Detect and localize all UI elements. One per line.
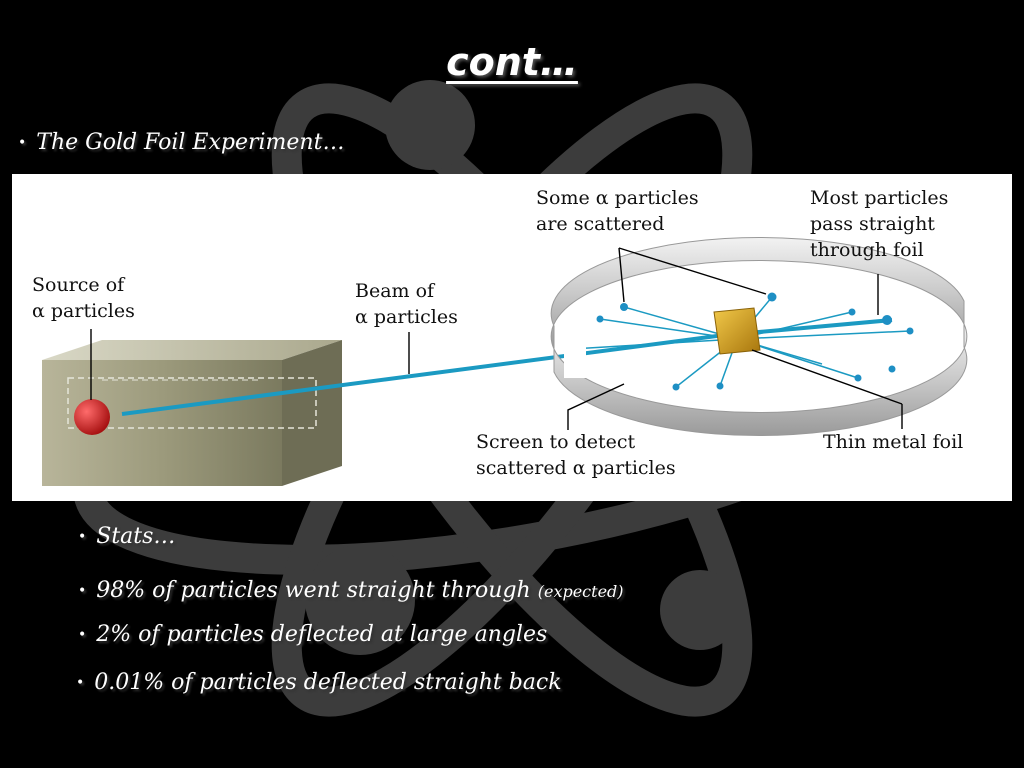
bullet-dot: • (78, 583, 87, 599)
alpha-source-sphere (74, 399, 110, 435)
stats-heading-text: Stats… (96, 524, 176, 549)
main-bullet: • The Gold Foil Experiment… (18, 130, 344, 155)
straight-beam (736, 318, 893, 336)
stat-text: 98% of particles went straight through (96, 578, 531, 603)
gold-foil (713, 307, 761, 355)
diagram-graphic (42, 236, 968, 486)
leader-lines (90, 247, 903, 430)
detector-screen-back (550, 236, 965, 350)
stat-item: • 0.01% of particles deflected straight b… (76, 670, 562, 695)
stat-text: 2% of particles deflected at large angle… (96, 622, 548, 647)
detection-dots (596, 292, 914, 391)
main-bullet-text: The Gold Foil Experiment… (36, 130, 345, 155)
bullet-dot: • (76, 675, 85, 691)
stat-note: (expected) (537, 582, 624, 601)
stat-item: • 2% of particles deflected at large angl… (78, 622, 547, 647)
screen-gap (564, 342, 586, 378)
bullet-dot: • (78, 529, 87, 545)
source-box (42, 340, 342, 486)
alpha-beam (121, 332, 733, 416)
stat-text: 0.01% of particles deflected straight ba… (94, 670, 562, 695)
slide-title: cont… (446, 40, 578, 84)
stat-item: •98% of particles went straight through … (78, 578, 624, 603)
stats-heading: • Stats… (78, 524, 175, 549)
bullet-dot: • (18, 135, 27, 151)
label-foil: Thin metal foil (823, 431, 964, 453)
bullet-dot: • (78, 627, 87, 643)
detector-screen-front (553, 323, 968, 437)
